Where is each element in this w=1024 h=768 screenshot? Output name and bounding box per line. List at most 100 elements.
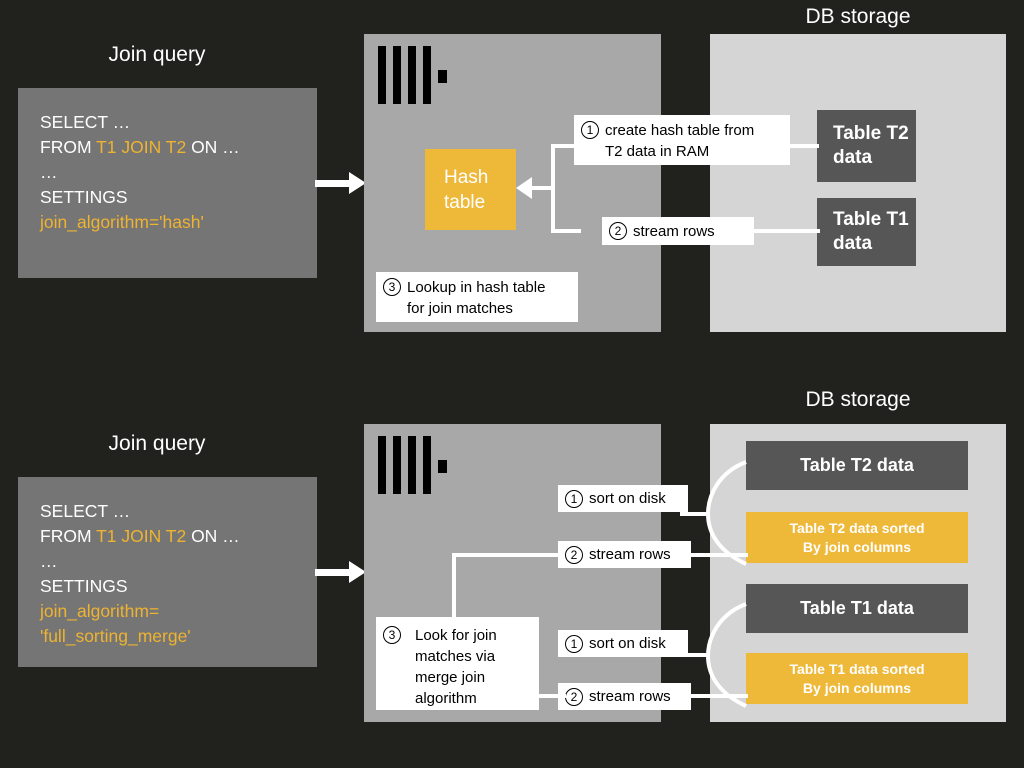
bottom-join-query-heading: Join query [108, 432, 206, 455]
bottom-table-t1-raw-chip: Table T1 data [746, 584, 968, 633]
logo-bar-4 [423, 436, 431, 494]
bottom-query-to-server-arrow-shaft [315, 569, 353, 576]
step-number-badge: 2 [565, 545, 583, 564]
step-number-badge: 2 [609, 222, 627, 240]
hash-table-label-line1: Hash [444, 167, 489, 188]
top-table-t2-line1: Table T2 [833, 123, 909, 144]
bottom-table-t1-sorted-line1: Table T1 data sorted [789, 660, 925, 677]
bottom-connector-stream-t2-left [452, 553, 562, 557]
query-join-tables: T1 JOIN T2 [96, 137, 187, 157]
bottom-connector-sort-t2 [680, 512, 710, 516]
hash-table-label-line2: table [444, 192, 486, 213]
top-step-3-callout: 3 Lookup in hash table for join matches [376, 272, 578, 322]
bottom-step-sort-t2-text: sort on disk [589, 490, 666, 507]
query-line-settings: SETTINGS [40, 576, 128, 596]
query-join-tables: T1 JOIN T2 [96, 526, 187, 546]
logo-bar-3 [408, 436, 416, 494]
logo-dot [438, 70, 447, 83]
top-bracket-stub [551, 144, 555, 190]
bottom-step-merge-line4: algorithm [415, 690, 477, 707]
bottom-query-to-server-arrow-head [349, 561, 366, 583]
bottom-step-merge-callout: 3 Look for join matches via merge join a… [376, 617, 539, 710]
bottom-step-merge-line1: Look for join [415, 627, 497, 644]
top-query-box: SELECT … FROM T1 JOIN T2 ON … … SETTINGS… [18, 88, 317, 278]
hash-table-box: Hash table [425, 149, 516, 230]
clickhouse-logo [378, 46, 458, 104]
step-number-badge: 2 [565, 687, 583, 706]
query-from-suffix: ON … [186, 526, 240, 546]
query-from-suffix: ON … [186, 137, 240, 157]
top-query-to-server-arrow-shaft [315, 180, 353, 187]
top-step-1-line1: create hash table from [605, 122, 755, 139]
logo-bar-2 [393, 436, 401, 494]
query-line-ellipsis: … [40, 551, 58, 571]
brace-t1 [705, 602, 747, 708]
bottom-table-t2-sorted-chip: Table T2 data sorted By join columns [746, 512, 968, 563]
top-step-2-callout: 2 stream rows [602, 217, 754, 245]
query-line-join-algorithm-key: join_algorithm= [40, 601, 160, 621]
query-line-from: FROM T1 JOIN T2 ON … [40, 135, 295, 160]
logo-bar-2 [393, 46, 401, 104]
top-step-3-line1: Lookup in hash table [407, 279, 546, 296]
logo-bar-4 [423, 46, 431, 104]
top-connector-t1-to-step2 [752, 229, 820, 233]
bottom-step-stream-t2-callout: 2 stream rows [558, 541, 691, 568]
top-bracket-to-hash-shaft [530, 186, 555, 190]
bottom-step-merge-line2: matches via [415, 648, 496, 665]
bottom-connector-stream-t2-right [688, 553, 748, 557]
bottom-connector-stream-t1-left [528, 694, 566, 698]
top-bracket-top-arm [551, 144, 581, 148]
query-line-settings: SETTINGS [40, 187, 128, 207]
logo-bar-1 [378, 436, 386, 494]
bottom-connector-sort-t1 [680, 653, 710, 657]
query-from-prefix: FROM [40, 526, 97, 546]
top-step-3-line2: for join matches [407, 300, 513, 317]
bottom-table-t1-sorted-line2: By join columns [802, 679, 912, 696]
top-table-t2-line2: data [833, 147, 873, 168]
top-join-query-heading: Join query [108, 43, 206, 66]
bottom-table-t2-raw-chip: Table T2 data [746, 441, 968, 490]
top-table-t1-line2: data [833, 233, 873, 254]
top-step-1-line2: T2 data in RAM [605, 143, 710, 160]
bottom-db-storage-heading: DB storage [805, 388, 911, 411]
bottom-step-merge-line3: merge join [415, 669, 486, 686]
bottom-connector-stream-t2-vertical [452, 553, 456, 621]
query-line-from: FROM T1 JOIN T2 ON … [40, 524, 295, 549]
step-number-badge: 3 [383, 626, 401, 644]
bottom-query-box: SELECT … FROM T1 JOIN T2 ON … … SETTINGS… [18, 477, 317, 667]
brace-t2 [705, 460, 747, 566]
top-step-1-callout: 1 create hash table from T2 data in RAM [574, 115, 790, 165]
query-from-prefix: FROM [40, 137, 97, 157]
bottom-step-stream-t2-text: stream rows [589, 546, 671, 563]
top-db-storage-heading: DB storage [805, 5, 911, 28]
query-line-ellipsis: … [40, 162, 58, 182]
logo-bar-3 [408, 46, 416, 104]
top-table-t1-chip: Table T1 data [817, 198, 916, 266]
top-db-storage-panel [710, 34, 1006, 332]
bottom-step-sort-t1-callout: 1 sort on disk [558, 630, 688, 657]
step-number-badge: 1 [565, 489, 583, 508]
step-number-badge: 3 [383, 278, 401, 296]
bottom-step-stream-t1-callout: 2 stream rows [558, 683, 691, 710]
bottom-brace-connectors [705, 460, 747, 708]
bottom-table-t1-sorted-chip: Table T1 data sorted By join columns [746, 653, 968, 704]
bottom-step-stream-t1-text: stream rows [589, 688, 671, 705]
top-step-2-text: stream rows [633, 222, 715, 240]
step-number-badge: 1 [581, 121, 599, 139]
bottom-connector-stream-t1-right [688, 694, 748, 698]
bottom-table-t2-sorted-line2: By join columns [802, 538, 912, 555]
clickhouse-logo [378, 436, 458, 494]
logo-bar-1 [378, 46, 386, 104]
top-table-t1-line1: Table T1 [833, 209, 909, 230]
top-hash-table-arrow-head [516, 177, 532, 199]
top-query-to-server-arrow-head [349, 172, 366, 194]
step-number-badge: 1 [565, 634, 583, 653]
top-bracket-bottom-arm [551, 229, 581, 233]
bottom-table-t2-sorted-line1: Table T2 data sorted [789, 519, 925, 536]
top-table-t2-chip: Table T2 data [817, 110, 916, 182]
bottom-table-t1-raw-label: Table T1 data [800, 598, 914, 618]
bottom-step-sort-t1-text: sort on disk [589, 635, 666, 652]
logo-dot [438, 460, 447, 473]
top-connector-t2-to-step1 [789, 144, 819, 148]
